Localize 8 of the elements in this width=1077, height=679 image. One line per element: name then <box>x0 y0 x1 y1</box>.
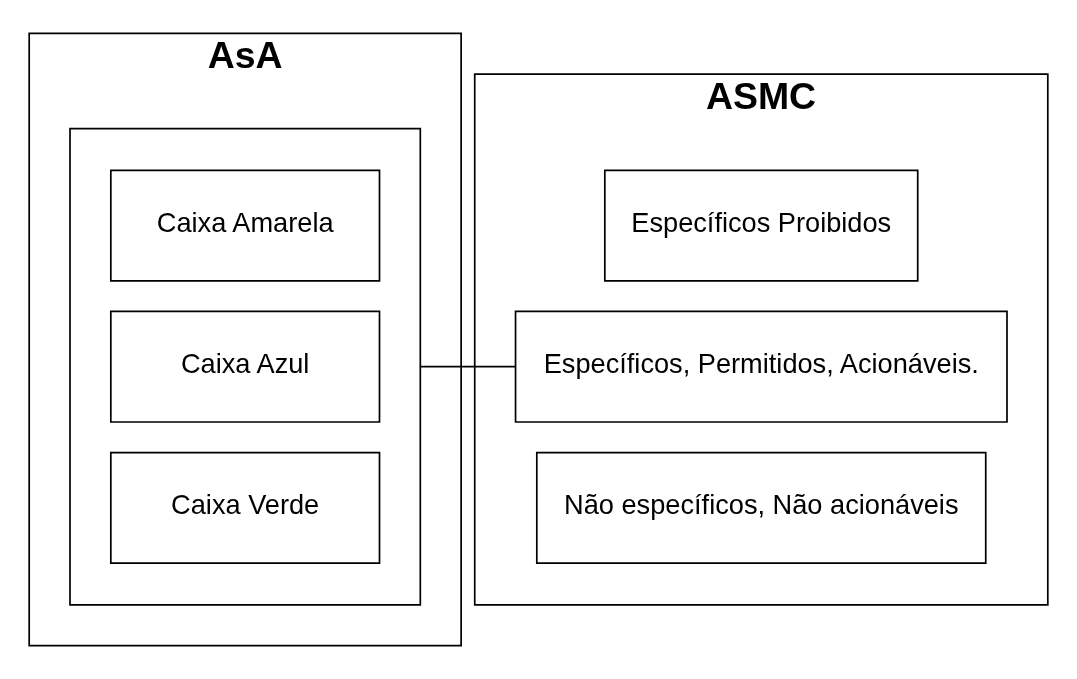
cluster <box>69 127 422 606</box>
node-box: Específicos, Permitidos, Acionáveis. <box>514 310 1008 423</box>
connector <box>419 365 516 368</box>
node-box: Caixa Amarela <box>109 169 381 282</box>
node-box: Caixa Azul <box>109 310 381 423</box>
node-box: Caixa Verde <box>109 451 381 564</box>
node-box: Não específicos, Não acionáveis <box>535 451 987 564</box>
node-box: Específicos Proibidos <box>603 169 919 282</box>
